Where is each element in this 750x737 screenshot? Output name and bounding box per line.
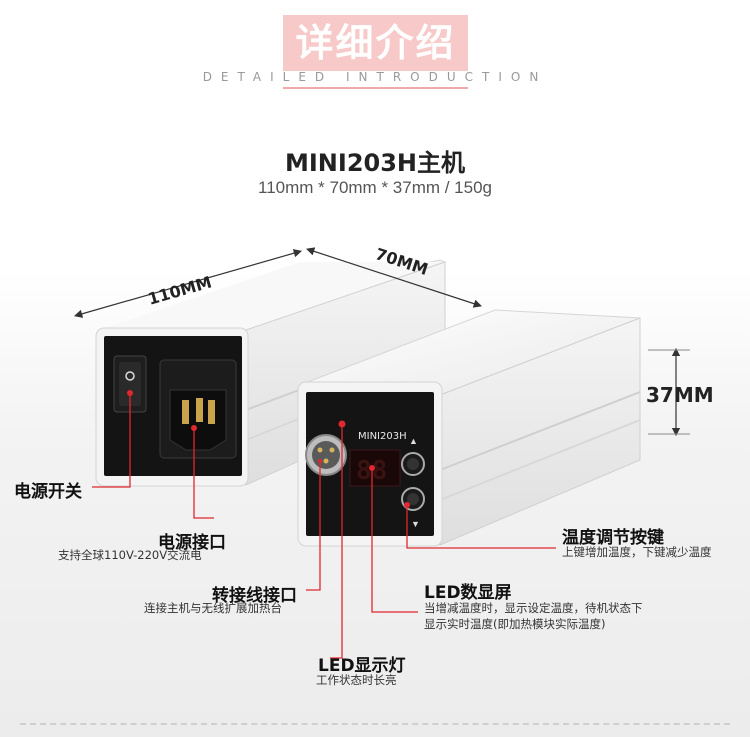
callout-led-light-title: LED显示灯 [318, 656, 406, 676]
callout-led-display-title: LED数显屏 [424, 583, 512, 603]
product-name: MINI203H主机 [284, 149, 465, 177]
device-model-text: MINI203H [358, 431, 407, 442]
down-arrow-icon: ▼ [411, 519, 420, 529]
up-arrow-icon: ▲ [409, 436, 418, 446]
callout-lines [92, 393, 556, 659]
callout-temp-buttons-title: 温度调节按键 [562, 528, 664, 548]
callout-power-port-desc: 支持全球110V-220V交流电 [58, 548, 202, 562]
front-device: MINI203H 88 ▲ ▼ [297, 309, 641, 547]
header-banner [283, 15, 468, 71]
callout-led-light-desc: 工作状态时长亮 [316, 673, 397, 687]
page-subtitle: DETAILED INTRODUCTION [202, 70, 548, 84]
callout-adapter-port-title: 转接线接口 [212, 586, 297, 606]
height-label: 37MM [646, 383, 714, 407]
page-title: 详细介绍 [295, 21, 456, 65]
product-dimensions: 110mm * 70mm * 37mm / 150g [258, 178, 492, 197]
callout-led-display-desc-2: 显示实时温度(即加热模块实际温度) [424, 617, 606, 631]
footer-divider [20, 723, 730, 725]
callout-power-port-title: 电源接口 [158, 533, 226, 553]
callout-adapter-port-desc: 连接主机与无线扩展加热台 [144, 601, 282, 615]
callout-power-switch-title: 电源开关 [14, 482, 82, 502]
callout-led-display-desc-1: 当增减温度时，显示设定温度，待机状态下 [424, 601, 643, 615]
callout-temp-buttons-desc: 上键增加温度，下键减少温度 [562, 545, 712, 559]
rocker-switch-icon [125, 371, 135, 381]
header-underline [283, 87, 468, 89]
